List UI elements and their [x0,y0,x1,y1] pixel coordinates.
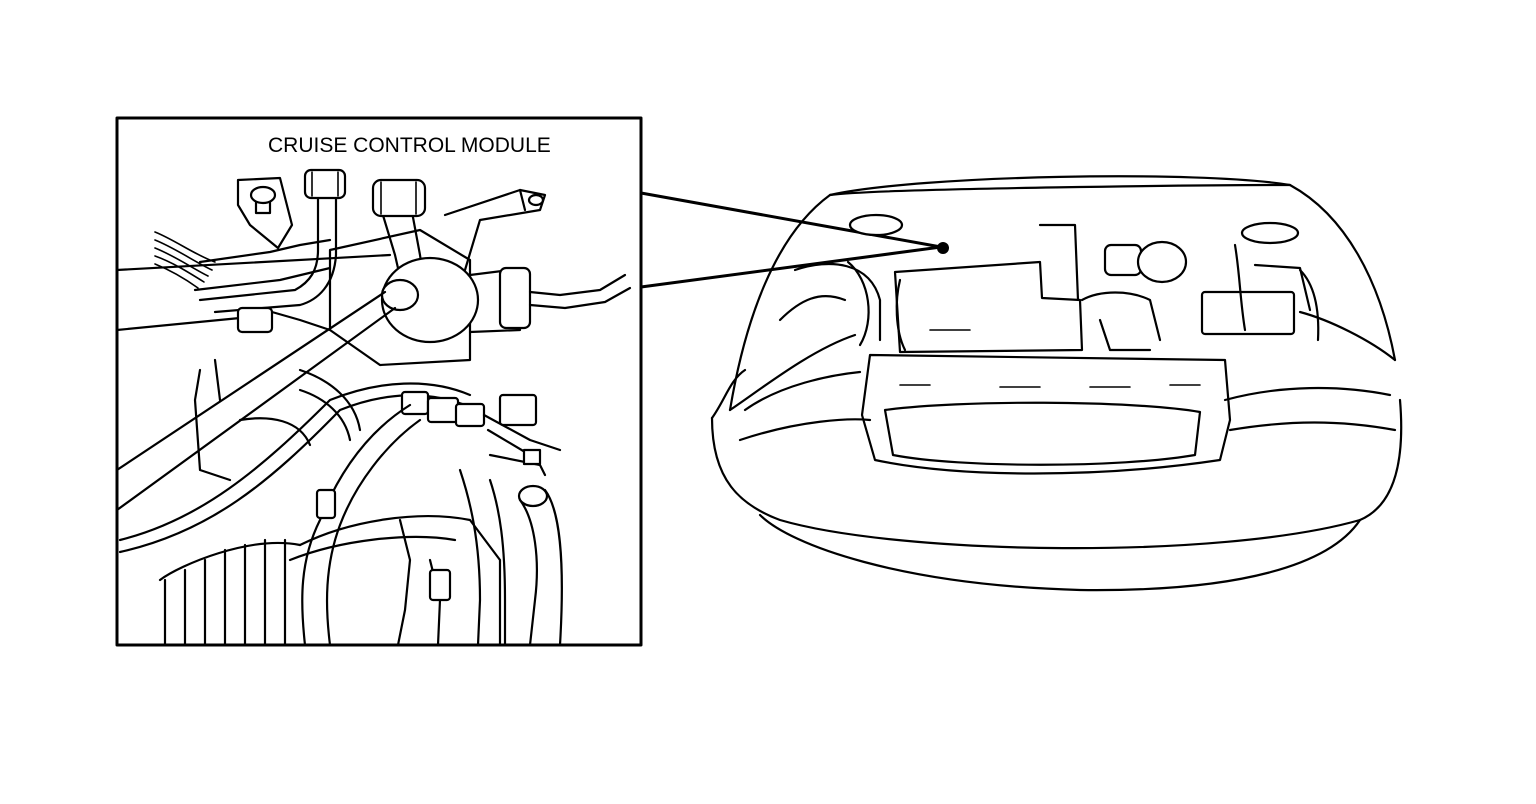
pipe-left [198,168,347,314]
air-intake-duct [158,515,502,645]
throttle-cables [117,253,397,512]
filled-dot-icon [937,242,949,254]
cruise-control-module-label: CRUISE CONTROL MODULE [268,134,551,157]
hoses [301,403,563,645]
inset-engine-drawing [117,168,632,645]
upper-bracket [236,176,294,250]
vehicle-front-view [710,175,1403,592]
cruise-control-module [328,228,632,367]
wire-harness [154,231,332,292]
inset-frame [115,116,643,647]
engine-components [118,358,472,554]
harness-connectors [400,390,562,477]
right-bracket [443,188,547,272]
detail-inset: CRUISE CONTROL MODULE [115,116,643,647]
